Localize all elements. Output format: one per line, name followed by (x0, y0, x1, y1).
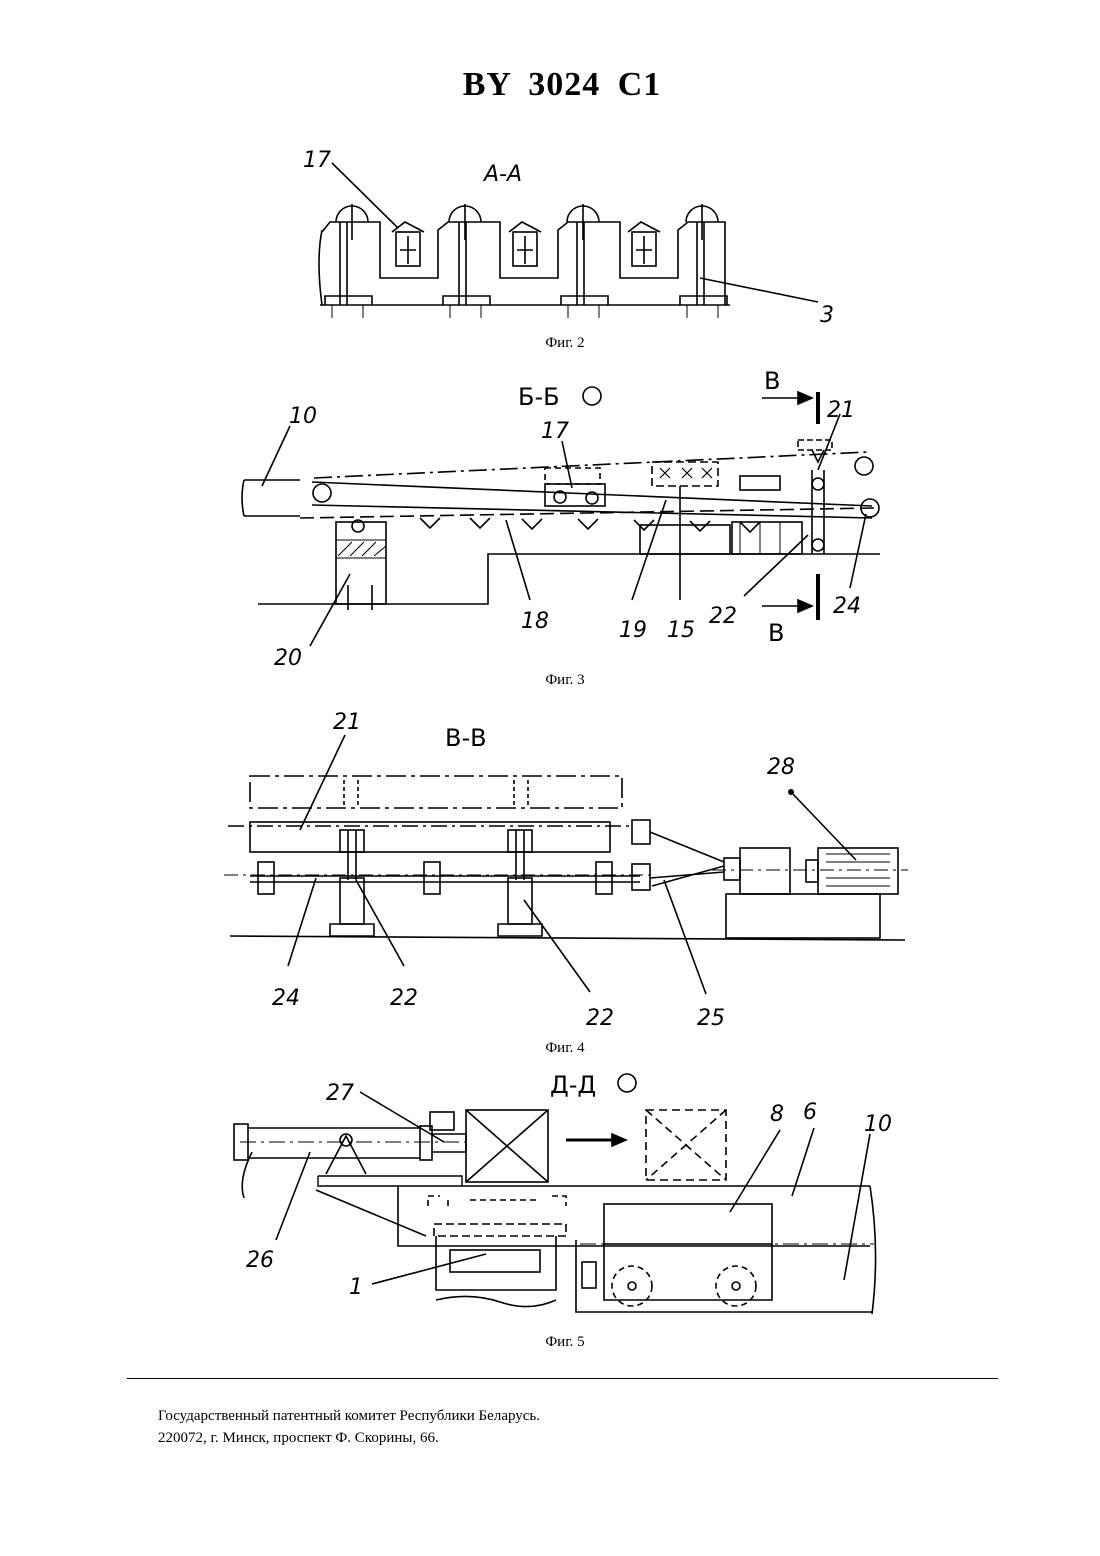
fig2-caption: Фиг. 2 (0, 335, 1100, 352)
footer-address: 220072, г. Минск, проспект Ф. Скорины, 6… (158, 1427, 540, 1449)
fig3-label-19: 19 (619, 618, 647, 643)
fig4-section-label: В-В (445, 724, 487, 752)
fig4-label-24: 24 (272, 986, 300, 1011)
fig3-label-24: 24 (833, 594, 861, 619)
fig4-label-22-right: 22 (586, 1006, 614, 1031)
fig5-label-8: 8 (770, 1102, 784, 1127)
fig5-label-10: 10 (864, 1112, 892, 1137)
fig5-label-1: 1 (349, 1275, 363, 1300)
fig3-cut-label-bottom: В (768, 619, 784, 647)
fig4-label-21: 21 (333, 710, 361, 735)
footer-divider (127, 1378, 998, 1379)
fig2-label-3: 3 (820, 303, 834, 328)
fig3-label-15: 15 (667, 618, 695, 643)
fig3-cut-label-top: В (764, 367, 780, 395)
fig5-section-label: Д-Д (550, 1071, 596, 1099)
fig5-label-6: 6 (803, 1100, 817, 1125)
figure-5-drawing: Д-Д (234, 1071, 892, 1314)
figure-2-drawing: А-А 17 3 (303, 148, 834, 328)
fig3-label-22: 22 (709, 604, 737, 629)
fig3-section-label: Б-Б (518, 383, 560, 411)
footer: Государственный патентный комитет Респуб… (158, 1405, 540, 1449)
fig3-label-10: 10 (289, 404, 317, 429)
fig5-caption: Фиг. 5 (0, 1334, 1100, 1351)
fig3-label-20: 20 (274, 646, 302, 671)
fig2-label-17: 17 (303, 148, 331, 173)
fig3-label-17: 17 (541, 419, 569, 444)
fig5-label-27: 27 (326, 1081, 354, 1106)
footer-organization: Государственный патентный комитет Респуб… (158, 1405, 540, 1427)
figure-4-drawing: В-В (224, 710, 908, 1031)
figure-3-drawing: Б-Б (242, 367, 880, 671)
fig3-label-21: 21 (827, 398, 855, 423)
fig4-label-22-left: 22 (390, 986, 418, 1011)
fig4-label-25: 25 (697, 1006, 725, 1031)
fig4-caption: Фиг. 4 (0, 1040, 1100, 1057)
fig4-label-28: 28 (767, 755, 795, 780)
fig3-label-18: 18 (521, 609, 549, 634)
fig2-section-label: А-А (482, 162, 522, 187)
fig3-caption: Фиг. 3 (0, 672, 1100, 689)
fig5-label-26: 26 (246, 1248, 274, 1273)
